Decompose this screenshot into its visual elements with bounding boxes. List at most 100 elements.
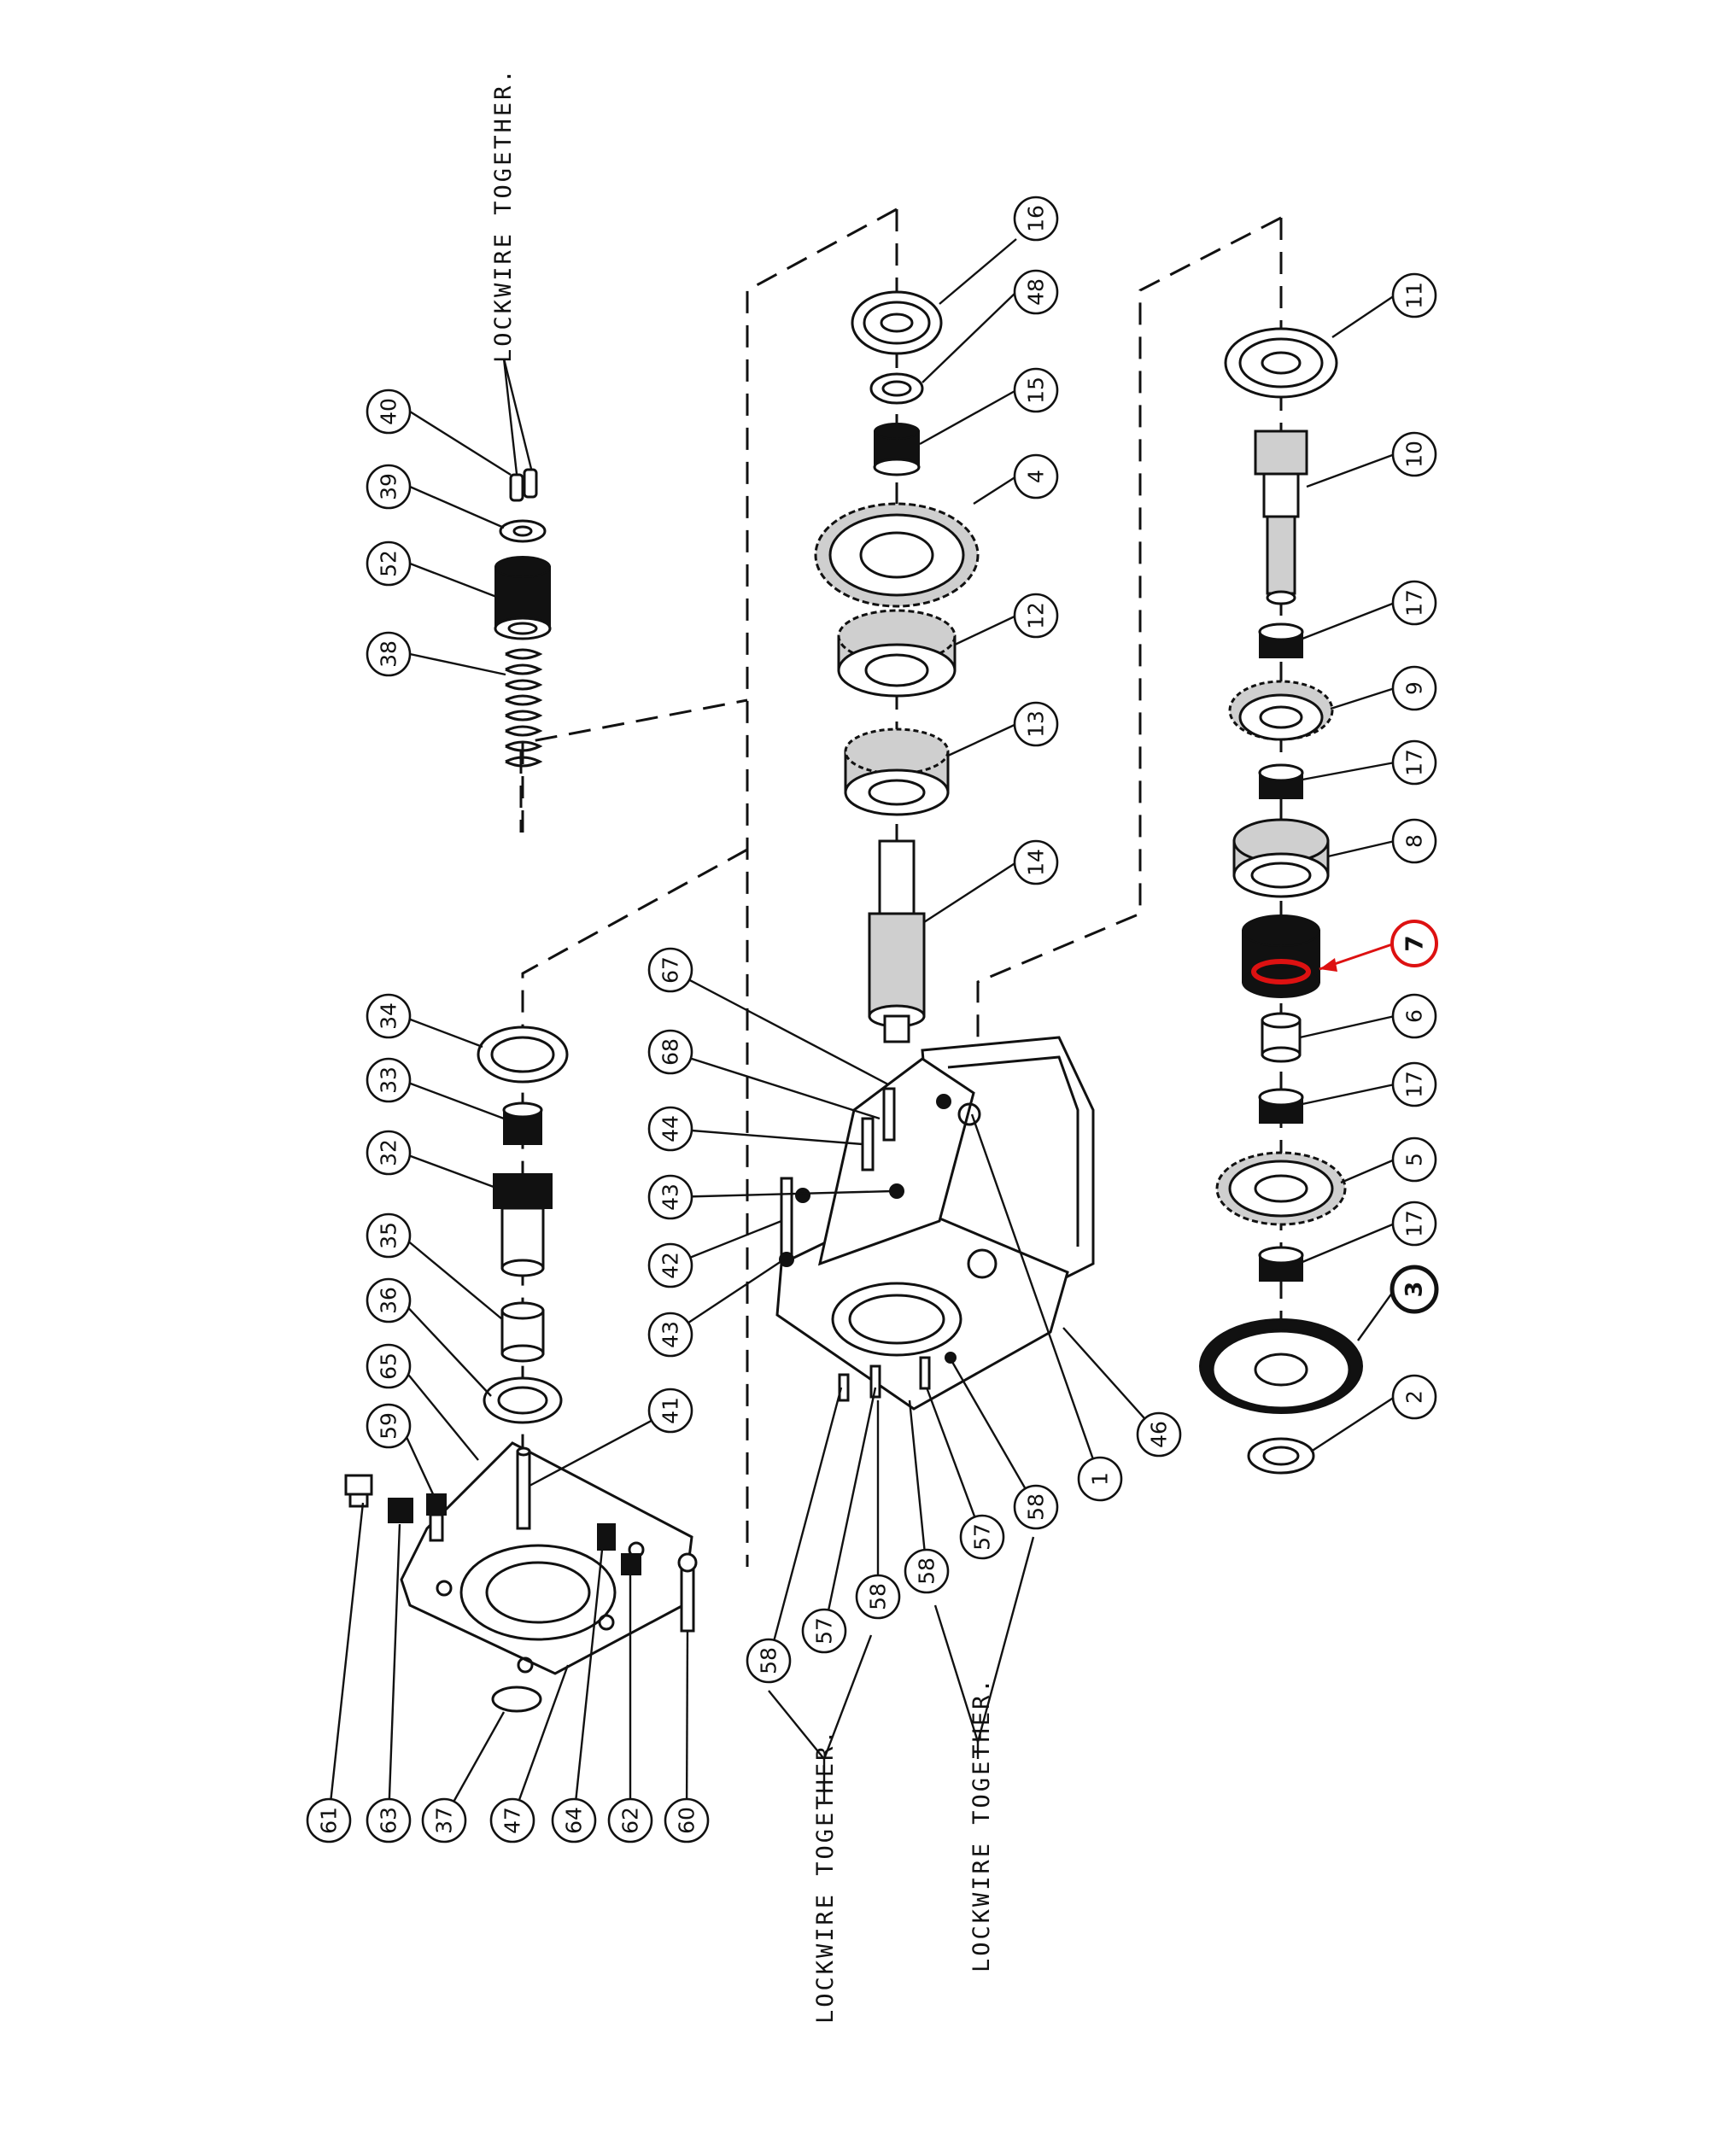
- svg-text:34: 34: [377, 1002, 401, 1030]
- part-40-lockwire-pins: [509, 468, 538, 502]
- svg-text:47: 47: [500, 1807, 525, 1834]
- part-9-gear: [1228, 680, 1334, 741]
- svg-text:2: 2: [1402, 1390, 1427, 1404]
- callout-58-b: 58: [855, 1574, 901, 1620]
- callout-10: 10: [1391, 431, 1437, 477]
- part-39-washer: [499, 519, 547, 543]
- part-8-synchro-ring: [1232, 818, 1330, 898]
- svg-text:6: 6: [1402, 1009, 1427, 1023]
- callout-7-highlighted: 7: [1390, 920, 1438, 967]
- part-10-input-shaft: [1254, 429, 1308, 605]
- part-34-bearing: [477, 1025, 569, 1084]
- part-48-spacer-ring: [869, 372, 924, 405]
- callout-43-lower: 43: [647, 1312, 693, 1358]
- part-7-sleeve-highlighted: [1242, 914, 1320, 998]
- svg-text:3: 3: [1401, 1282, 1428, 1298]
- part-17-bearing-third: [1258, 1088, 1304, 1124]
- part-4-large-gear: [814, 502, 980, 608]
- part-6-bushing: [1261, 1012, 1302, 1063]
- svg-text:40: 40: [377, 398, 401, 425]
- part-2-seal: [1247, 1437, 1315, 1475]
- part-47-cover: [400, 1441, 693, 1675]
- svg-text:46: 46: [1147, 1421, 1172, 1448]
- callout-16: 16: [1013, 196, 1059, 242]
- part-59-fitting: [426, 1493, 447, 1542]
- callout-48: 48: [1013, 269, 1059, 315]
- parts-57-58-bolts: [838, 1352, 957, 1402]
- callout-67: 67: [647, 947, 693, 993]
- svg-text:17: 17: [1402, 589, 1427, 616]
- svg-text:10: 10: [1402, 441, 1427, 468]
- part-38-spring: [505, 648, 543, 768]
- callout-58-d: 58: [1013, 1484, 1059, 1530]
- svg-text:8: 8: [1402, 834, 1427, 848]
- part-33-bearing-inner: [502, 1101, 543, 1145]
- part-13-gear: [844, 727, 950, 816]
- callout-15: 15: [1013, 367, 1059, 413]
- part-37-snap-ring: [491, 1686, 542, 1713]
- callout-47: 47: [489, 1797, 535, 1843]
- svg-text:62: 62: [618, 1807, 643, 1834]
- svg-text:58: 58: [866, 1583, 891, 1610]
- svg-text:35: 35: [377, 1222, 401, 1249]
- callout-1: 1: [1077, 1456, 1123, 1502]
- callout-32: 32: [366, 1130, 412, 1176]
- part-12-gear: [837, 609, 957, 698]
- callout-12: 12: [1013, 593, 1059, 639]
- callout-46: 46: [1136, 1411, 1182, 1458]
- svg-text:17: 17: [1402, 749, 1427, 776]
- lockwire-note-bottom-right: LOCKWIRE TOGETHER.: [968, 1676, 995, 1972]
- part-17-bearing-top: [1258, 622, 1304, 658]
- callout-64: 64: [551, 1797, 597, 1843]
- callout-13: 13: [1013, 701, 1059, 747]
- part-60-bolt: [677, 1552, 698, 1633]
- callout-2: 2: [1391, 1374, 1437, 1420]
- svg-text:33: 33: [377, 1066, 401, 1094]
- svg-text:43: 43: [658, 1183, 683, 1211]
- part-3-large-output-gear: [1199, 1318, 1363, 1414]
- part-15-needle-bearing: [873, 423, 921, 476]
- svg-text:41: 41: [658, 1397, 683, 1424]
- svg-text:4: 4: [1024, 470, 1049, 483]
- part-41-pin: [516, 1446, 531, 1530]
- callout-65: 65: [366, 1343, 412, 1389]
- parts-62-64-fittings: [597, 1523, 641, 1575]
- callout-5: 5: [1391, 1136, 1437, 1183]
- part-36-bearing: [483, 1376, 563, 1424]
- part-16-bearing: [851, 290, 943, 355]
- callout-17-first: 17: [1391, 580, 1437, 626]
- callout-6: 6: [1391, 993, 1437, 1039]
- svg-text:48: 48: [1024, 278, 1049, 306]
- part-35-sleeve: [500, 1301, 545, 1363]
- callout-9: 9: [1391, 665, 1437, 711]
- svg-text:59: 59: [377, 1412, 401, 1440]
- svg-text:63: 63: [377, 1807, 401, 1834]
- svg-text:11: 11: [1402, 282, 1427, 309]
- svg-text:44: 44: [658, 1115, 683, 1142]
- callout-3: 3: [1390, 1265, 1439, 1314]
- svg-text:13: 13: [1024, 710, 1049, 738]
- svg-text:7: 7: [1401, 935, 1429, 951]
- part-32-pinion: [493, 1173, 553, 1277]
- svg-text:17: 17: [1402, 1071, 1427, 1098]
- callout-52: 52: [366, 540, 412, 587]
- lockwire-note-bottom-left: LOCKWIRE TOGETHER.: [812, 1727, 839, 2024]
- svg-text:12: 12: [1024, 602, 1049, 629]
- callout-57-a: 57: [801, 1608, 847, 1654]
- callout-42: 42: [647, 1242, 693, 1288]
- callout-33: 33: [366, 1057, 412, 1103]
- callout-68: 68: [647, 1029, 693, 1075]
- svg-text:37: 37: [432, 1807, 457, 1834]
- svg-text:9: 9: [1402, 681, 1427, 695]
- svg-text:65: 65: [377, 1353, 401, 1380]
- part-11-bearing: [1224, 327, 1338, 399]
- svg-text:52: 52: [377, 550, 401, 577]
- svg-text:60: 60: [675, 1807, 699, 1834]
- svg-text:57: 57: [970, 1523, 995, 1551]
- callout-11: 11: [1391, 272, 1437, 318]
- callout-37: 37: [421, 1797, 467, 1843]
- svg-text:5: 5: [1402, 1153, 1427, 1166]
- callout-58-c: 58: [904, 1548, 950, 1594]
- svg-text:68: 68: [658, 1038, 683, 1066]
